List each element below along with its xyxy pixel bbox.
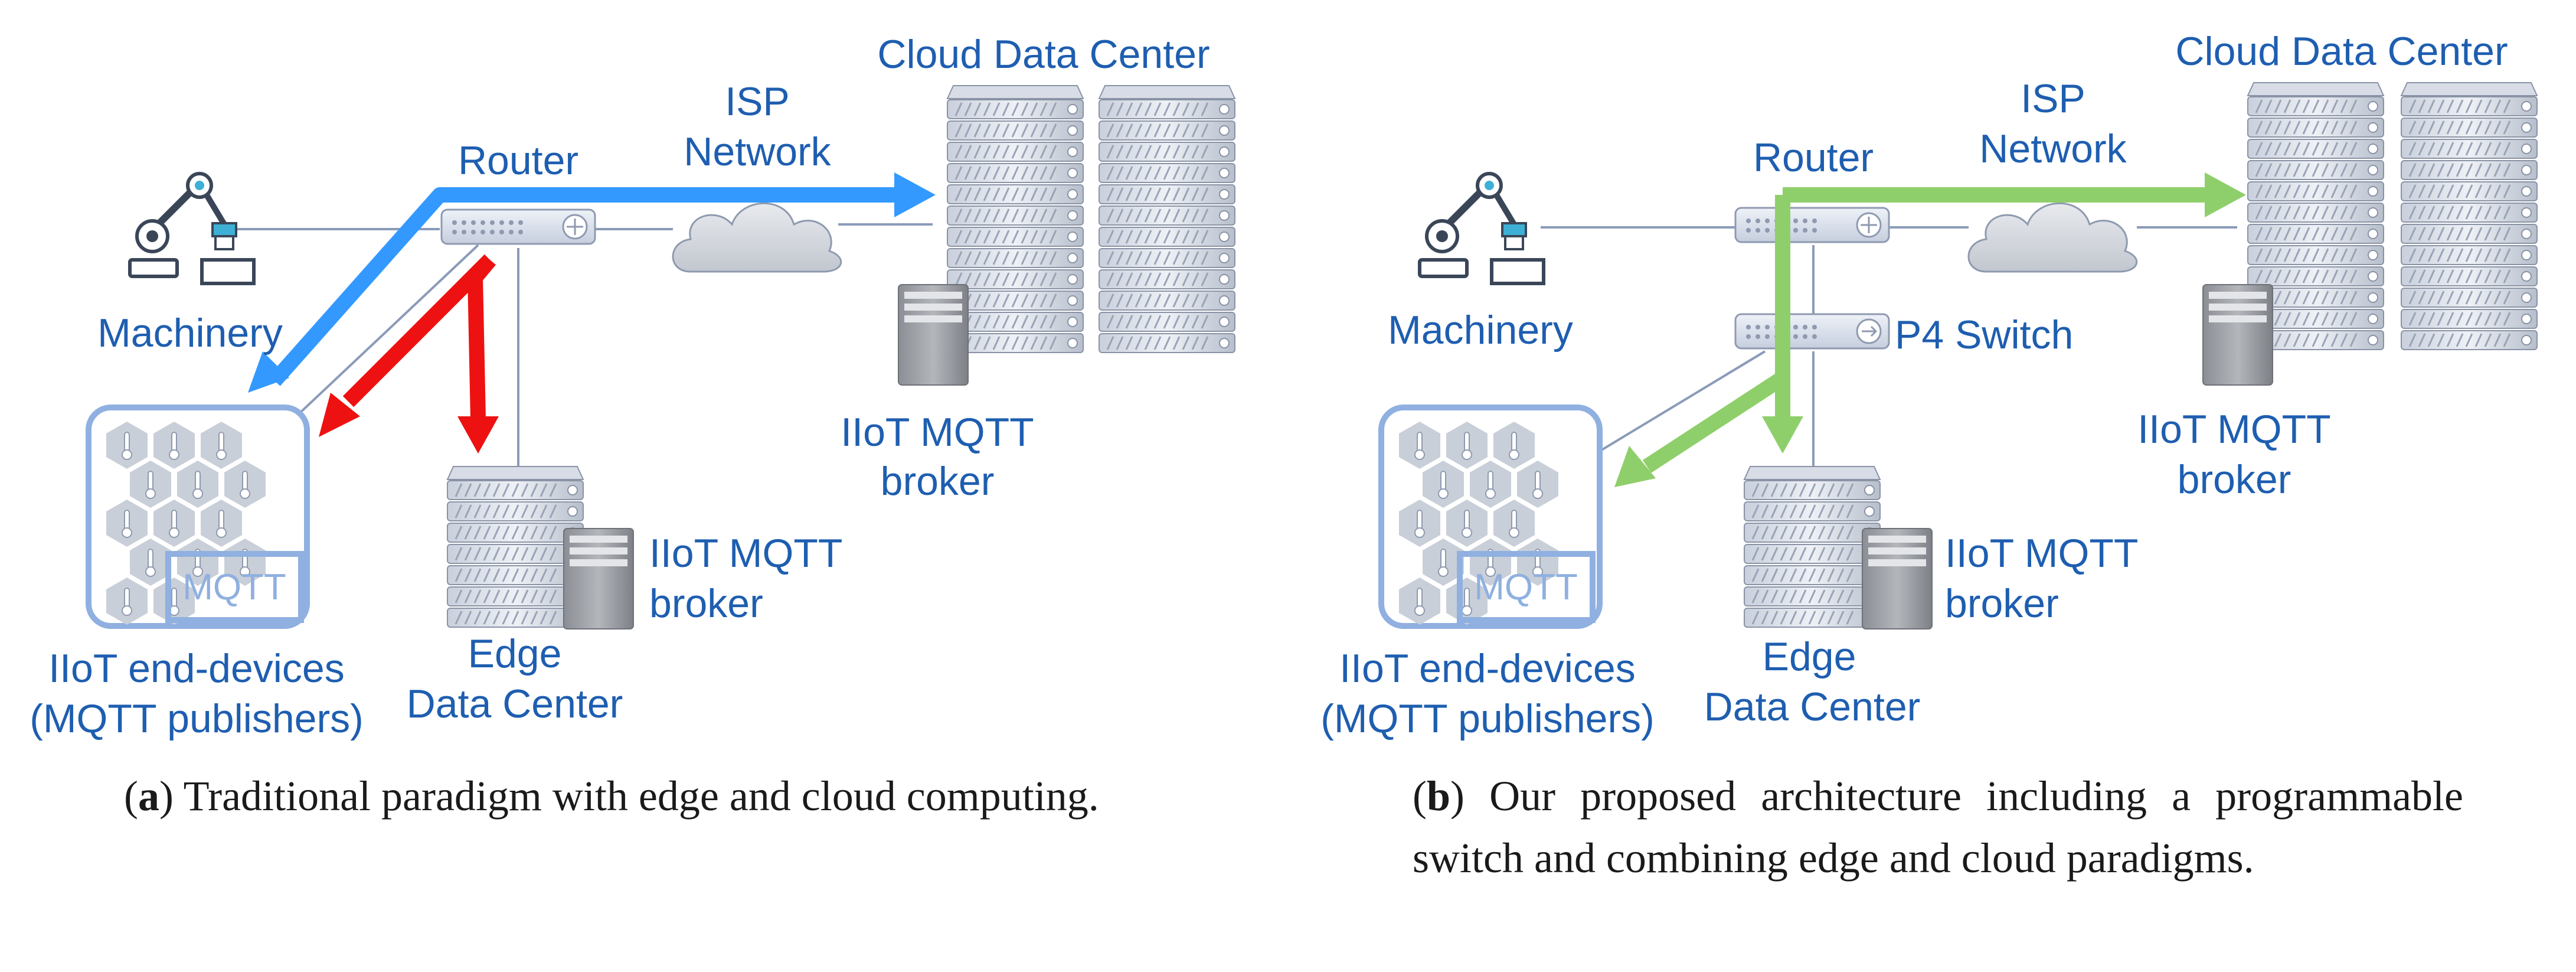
mqtt-label: MQTT [182, 567, 286, 608]
cloud-icon [1967, 202, 2138, 273]
panel-a: MQTT Cloud Data Center ISP Network Route… [30, 32, 1235, 741]
robot-arm-icon [130, 174, 254, 283]
cloud-broker-sub: broker [2178, 457, 2291, 502]
devices-label: IIoT end-devices [1339, 646, 1635, 691]
devices-label: IIoT end-devices [48, 646, 344, 691]
panel-b: MQTT Cloud Data Center ISP Network Route… [1320, 29, 2537, 741]
cloud-broker-label: IIoT MQTT [2137, 407, 2330, 452]
edge-label: Edge [468, 631, 562, 676]
mqtt-label: MQTT [1474, 567, 1578, 608]
server-rack-icon [1744, 467, 1880, 627]
edge-path-arrow [468, 255, 496, 420]
cloud-data-center-label: Cloud Data Center [877, 32, 1209, 77]
robot-arm-icon [1420, 174, 1544, 283]
caption-b: (b) Our proposed architecture including … [1413, 772, 2464, 882]
cloud-broker-sub: broker [881, 459, 995, 504]
devices-sub: (MQTT publishers) [1320, 696, 1655, 741]
caption-a-letter: a [138, 772, 159, 820]
router-label: Router [1753, 135, 1874, 180]
server-rack-icon [1099, 86, 1235, 353]
server-tower-icon [2202, 284, 2273, 386]
edge-broker-sub: broker [649, 581, 763, 626]
machinery-label: Machinery [1388, 308, 1573, 353]
edge-return-arrow [1642, 371, 1787, 473]
router-label: Router [458, 138, 578, 183]
edge-data-center-label: Data Center [407, 681, 623, 726]
cloud-path-arrow [269, 187, 897, 386]
edge-label: Edge [1763, 634, 1856, 679]
cloud-icon [672, 202, 842, 273]
caption-b-text: Our proposed architecture including a pr… [1413, 772, 2464, 882]
caption-a: (a) Traditional paradigm with edge and c… [124, 772, 1099, 820]
router-icon [440, 208, 596, 245]
edge-broker-sub: broker [1945, 581, 2059, 626]
switch-icon [1734, 313, 1890, 350]
p4-switch-label: P4 Switch [1895, 312, 2073, 357]
edge-broker-label: IIoT MQTT [649, 531, 842, 576]
mqtt-box [1457, 551, 1596, 623]
isp-label: ISP [725, 79, 790, 124]
devices-sub: (MQTT publishers) [30, 696, 364, 741]
edge-return-arrow [342, 254, 496, 407]
router-icon [1734, 207, 1890, 243]
edge-broker-label: IIoT MQTT [1945, 531, 2138, 576]
caption-a-text: Traditional paradigm with edge and cloud… [183, 772, 1099, 820]
cloud-broker-label: IIoT MQTT [841, 410, 1034, 455]
isp-label: ISP [2021, 76, 2085, 121]
server-tower-icon [563, 528, 634, 629]
server-tower-icon [1862, 528, 1933, 629]
server-tower-icon [898, 284, 969, 386]
caption-b-letter: b [1426, 772, 1451, 820]
isp-network-label: Network [684, 129, 831, 174]
isp-network-label: Network [1979, 126, 2127, 171]
mqtt-box [165, 551, 304, 623]
edge-data-center-label: Data Center [1704, 684, 1921, 729]
cloud-data-center-label: Cloud Data Center [2175, 29, 2508, 74]
server-rack-icon [447, 467, 583, 627]
machinery-label: Machinery [97, 311, 283, 355]
server-rack-icon [2401, 83, 2537, 350]
panel-b-links [1541, 226, 2237, 472]
